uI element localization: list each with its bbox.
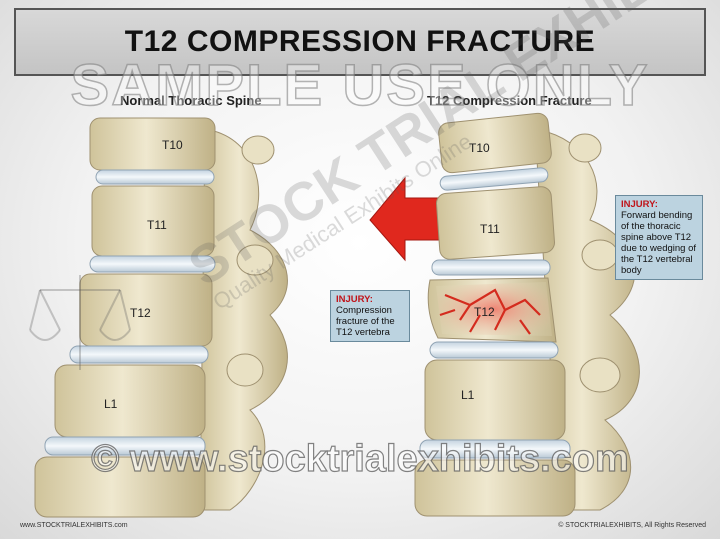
injury-text: Compression fracture of the T12 vertebra bbox=[336, 305, 395, 338]
right-panel-label: T12 Compression Fracture bbox=[427, 93, 592, 108]
right-label-l1: L1 bbox=[461, 388, 475, 402]
scales-logo bbox=[29, 275, 131, 370]
right-spine bbox=[414, 112, 640, 517]
left-label-t10: T10 bbox=[162, 138, 183, 152]
injury-heading: INJURY: bbox=[621, 199, 658, 210]
page-title: T12 COMPRESSION FRACTURE bbox=[124, 25, 596, 58]
footer-copyright: © STOCKTRIALEXHIBITS, All Rights Reserve… bbox=[558, 522, 706, 529]
left-panel-label: Normal Thoracic Spine bbox=[120, 93, 262, 108]
injury-heading: INJURY: bbox=[336, 294, 373, 305]
title-bar: T12 COMPRESSION FRACTURE bbox=[14, 8, 706, 76]
left-spine bbox=[34, 117, 288, 518]
injury-text: Forward bending of the thoracic spine ab… bbox=[621, 210, 697, 276]
left-label-t11: T11 bbox=[147, 218, 167, 232]
left-label-l1: L1 bbox=[104, 397, 118, 411]
injury-box-compression: INJURY: Compression fracture of the T12 … bbox=[330, 290, 410, 342]
right-label-t11: T11 bbox=[480, 222, 500, 236]
footer-website: www.STOCKTRIALEXHIBITS.com bbox=[20, 522, 128, 529]
injury-box-bending: INJURY: Forward bending of the thoracic … bbox=[615, 195, 703, 280]
right-label-t12: T12 bbox=[474, 305, 495, 319]
spine-illustration bbox=[29, 112, 640, 518]
left-label-t12: T12 bbox=[130, 306, 151, 320]
right-label-t10: T10 bbox=[469, 141, 490, 155]
